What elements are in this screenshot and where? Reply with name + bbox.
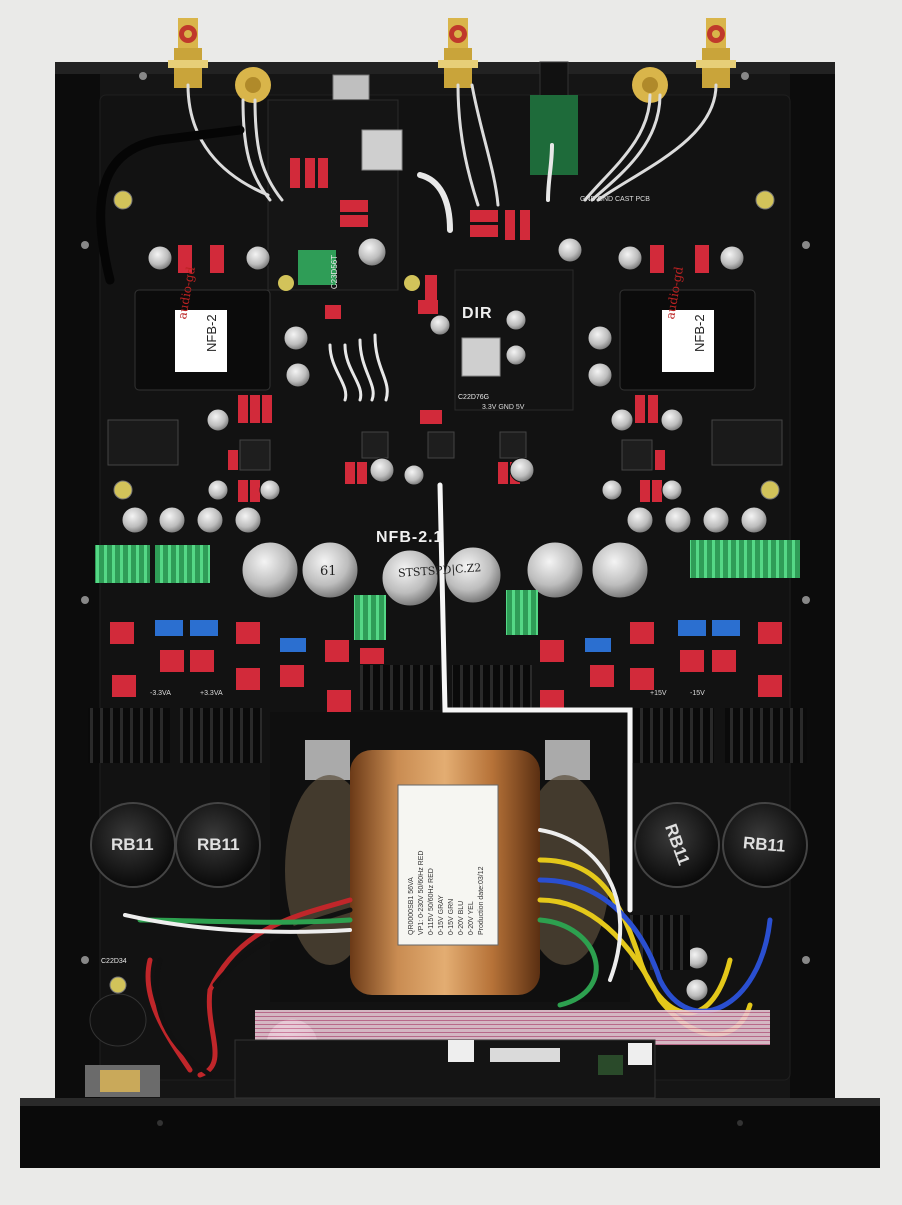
red-components <box>110 158 782 712</box>
cap-marking: 61 <box>320 564 337 579</box>
rb11-label-1: RB11 <box>111 835 154 854</box>
rca-jacks <box>168 18 736 103</box>
transformer-label <box>397 784 499 946</box>
rb11-caps <box>90 802 808 888</box>
display-board <box>234 1039 656 1099</box>
dir-label: DIR <box>462 305 493 322</box>
small-caps <box>121 237 768 1002</box>
amp-label-3: -15V <box>690 690 705 697</box>
amp-label-2: +15V <box>650 690 667 697</box>
power-switch <box>85 993 160 1097</box>
rb11-label-2: RB11 <box>197 835 240 854</box>
transformer-line-7: Production date:03/12 <box>478 866 485 936</box>
side-screws <box>81 72 810 964</box>
transformer-line-5: 0-20V BLU <box>458 900 465 935</box>
screws <box>109 190 780 994</box>
gnd-labels: GND GND CAST PCB <box>580 196 650 203</box>
green-heatsinks <box>95 540 800 640</box>
transformer-line-3: 0-15V GRAY <box>438 895 445 935</box>
transformer-line-0: QR0000SB1 56VA <box>408 877 415 935</box>
voltage-labels: 3.3V GND 5V <box>482 404 525 411</box>
blue-trimmers <box>155 620 740 652</box>
transformer-line-2: 0-115V 50/60Hz RED <box>428 868 435 935</box>
transformer-line-1: VP1: 0-230V 50/60Hz RED <box>418 850 425 935</box>
dir-code: C22D76G <box>458 394 490 401</box>
nfb-label: NFB-2.1 <box>376 529 444 546</box>
wiring <box>96 83 773 1078</box>
front-panel <box>20 1098 880 1168</box>
optical-board <box>530 95 578 175</box>
transformer-label-text: QR0000SB1 56VA VP1: 0-230V 50/60Hz RED 0… <box>408 785 485 935</box>
bottom-board-code: C22D34 <box>101 958 127 965</box>
big-caps <box>241 541 649 1072</box>
black-heatsinks <box>88 665 807 970</box>
amp-label-0: +3.3VA <box>200 690 223 697</box>
transformer-line-4: 0-15V GRN <box>448 898 455 935</box>
rb11-label-4: RB11 <box>742 833 787 856</box>
board-code-top: C23D56T <box>330 254 340 290</box>
ribbon-cable <box>255 1010 770 1045</box>
nfb-2-right: NFB-2 <box>692 314 707 352</box>
nfb-2-left: NFB-2 <box>204 314 219 352</box>
transformer-line-6: 0-20V YEL <box>468 901 475 935</box>
amp-label-1: -3.3VA <box>150 690 171 697</box>
